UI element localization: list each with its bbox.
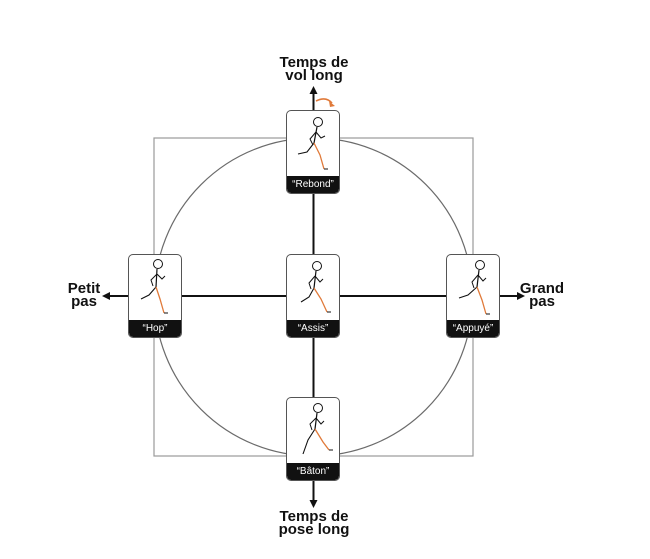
- runner-figure-icon: [300, 261, 331, 313]
- style-label: “Bâton”: [287, 463, 339, 480]
- style-card-appuye: “Appuyé”: [446, 254, 500, 338]
- style-label: “Appuyé”: [447, 320, 499, 337]
- runner-figure-icon: [297, 117, 328, 170]
- rotation-arrow-icon: [315, 98, 333, 104]
- style-card-hop: “Hop”: [128, 254, 182, 338]
- runner-figure-icon: [458, 260, 490, 315]
- runner-figure-icon: [302, 403, 333, 455]
- style-card-baton: “Bâton”: [286, 397, 340, 481]
- style-card-rebond: “Rebond”: [286, 110, 340, 194]
- rotation-arrowhead-icon: [329, 101, 335, 107]
- style-label: “Assis”: [287, 320, 339, 337]
- style-label: “Hop”: [129, 320, 181, 337]
- style-card-assis: “Assis”: [286, 254, 340, 338]
- style-label: “Rebond”: [287, 176, 339, 193]
- runner-figure-icon: [140, 259, 168, 314]
